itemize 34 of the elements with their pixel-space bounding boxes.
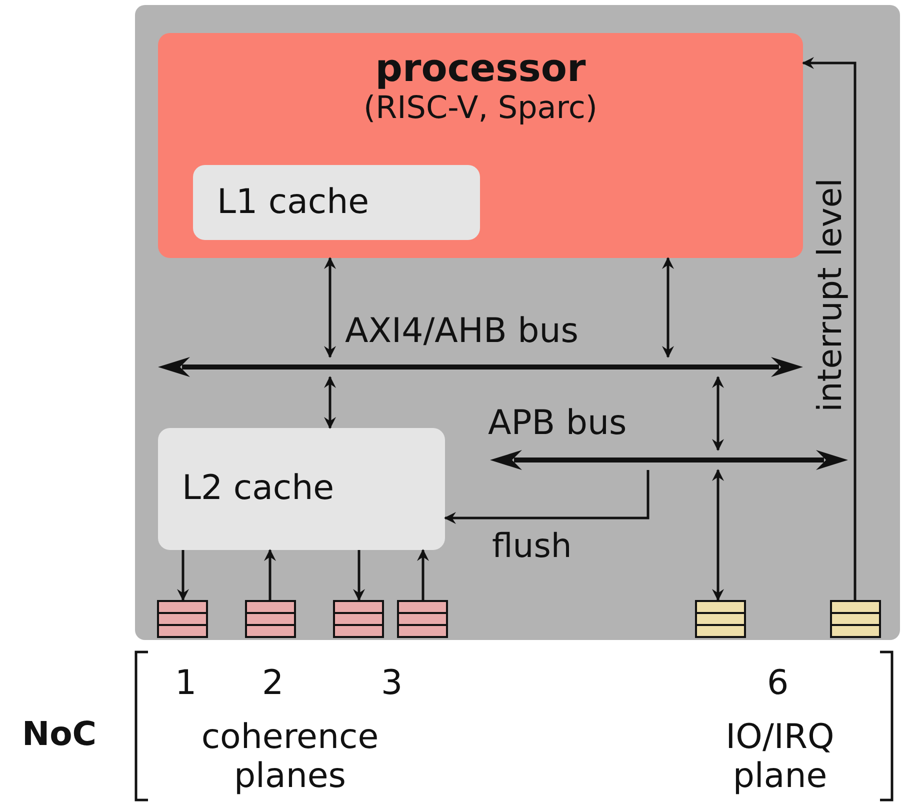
- arrow: [417, 549, 429, 600]
- text-label: 6: [767, 664, 789, 704]
- queue-box: [695, 600, 746, 638]
- title-text: processor: [375, 47, 586, 91]
- subtitle-text: (RISC-V, Sparc): [364, 90, 598, 126]
- arrow: [324, 376, 336, 429]
- cache-box: [193, 165, 480, 240]
- tile-background: [135, 5, 900, 640]
- arrow: [662, 257, 674, 358]
- text-label: IO/IRQ plane: [724, 718, 836, 796]
- arrow: [353, 550, 365, 601]
- node-label: L2 cache: [182, 469, 334, 509]
- queue-box: [333, 600, 384, 638]
- node-label: L1 cache: [217, 182, 370, 222]
- arrow: [802, 57, 856, 600]
- arrow: [712, 469, 724, 601]
- queue-box: [157, 600, 208, 638]
- text-label: 3: [381, 664, 403, 704]
- cache-box: [158, 428, 445, 550]
- bus-label: AXI4/AHB bus: [345, 312, 578, 352]
- arrow: [712, 376, 724, 451]
- arrow: [177, 550, 189, 601]
- text-label: coherence planes: [200, 718, 380, 796]
- heading-label: NoC: [22, 715, 97, 753]
- processor-box: [158, 33, 803, 258]
- text-label: 2: [262, 664, 284, 704]
- arrow: [324, 257, 336, 358]
- arrow: [264, 549, 276, 600]
- arrow: [444, 470, 650, 524]
- text-label: 1: [175, 664, 197, 704]
- queue-box: [245, 600, 296, 638]
- bus-label: APB bus: [488, 404, 627, 444]
- queue-box: [397, 600, 448, 638]
- queue-box: [830, 600, 881, 638]
